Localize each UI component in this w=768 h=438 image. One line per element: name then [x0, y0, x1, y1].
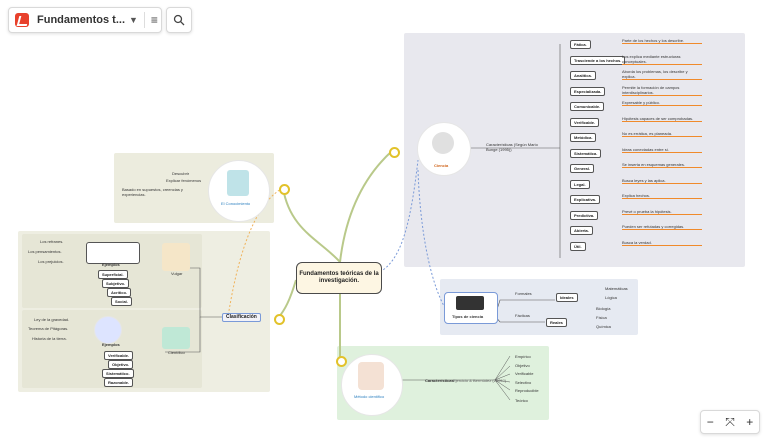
tipos-reales-item[interactable]: Física — [596, 315, 607, 320]
ciencia-trait-desc[interactable]: Aborda los problemas, los describe y exp… — [622, 69, 702, 80]
ejemplos-vulgar-image — [86, 242, 140, 264]
vulgar-trait[interactable]: Acrítico. — [107, 288, 132, 297]
document-title[interactable]: Fundamentos t... — [37, 14, 125, 26]
metodo-item[interactable]: Objetivo — [515, 363, 530, 368]
cientifico-trait[interactable]: Sistemático. — [102, 369, 134, 378]
cientifico-trait[interactable]: Razonable. — [104, 378, 134, 387]
central-topic[interactable]: Fundamentos teóricas de la investigación… — [296, 262, 382, 294]
ciencia-trait-desc[interactable]: Parte de los hechos y los describe. — [622, 38, 702, 44]
ejemplos-cientifico-item[interactable]: Teorema de Pitágoras. — [28, 326, 69, 331]
metodo-item[interactable]: Verificable — [515, 371, 534, 376]
conocimiento-label[interactable]: El Conocimiento — [221, 201, 251, 206]
metodo-caracteristicas[interactable]: Características — [425, 378, 454, 383]
conocimiento-item[interactable]: Explicar fenómenos — [166, 178, 202, 183]
conocimiento-image — [227, 170, 249, 196]
chevron-down-icon[interactable]: ▼ — [129, 15, 138, 25]
central-topic-label: Fundamentos teóricas de la investigación… — [299, 271, 379, 284]
cientifico-trait[interactable]: Objetivo. — [108, 360, 134, 369]
search-icon — [173, 14, 185, 26]
ejemplos-cientifico-label[interactable]: Ejemplos — [102, 342, 120, 347]
tipos-label[interactable]: Tipos de ciencia — [452, 314, 484, 319]
conocimiento-item[interactable]: Basado en supuestos, creencias y experie… — [122, 187, 183, 197]
ciencia-trait-desc[interactable]: Permite la formación de campos interdisc… — [622, 85, 702, 96]
vulgar-label[interactable]: Vulgar — [171, 271, 183, 276]
ciencia-trait-desc[interactable]: Prevé o prueba la hipótesis. — [622, 209, 702, 215]
vulgar-trait[interactable]: Social. — [111, 297, 132, 306]
ciencia-trait-desc[interactable]: Explica hechos. — [622, 193, 702, 199]
cientifico-label[interactable]: Científico — [168, 350, 185, 355]
fit-screen-icon[interactable]: ⤧ — [725, 414, 735, 429]
metodo-item[interactable]: Reproducible — [515, 388, 539, 393]
ciencia-trait-desc[interactable]: Pueden ser refutadas y corregidas. — [622, 224, 702, 230]
ciencia-trait[interactable]: Útil. — [570, 241, 586, 251]
tipos-ideales[interactable]: Ideales — [556, 293, 578, 302]
ciencia-trait-desc[interactable]: Busca leyes y las aplica. — [622, 178, 702, 184]
ejemplos-vulgar-label[interactable]: Ejemplos — [102, 262, 120, 267]
ciencia-trait-desc[interactable]: Hipótesis capaces de ser comprobadas. — [622, 116, 702, 122]
metodo-item[interactable]: Teórico — [515, 398, 528, 403]
ciencia-trait[interactable]: Predictiva. — [570, 210, 599, 220]
ciencia-trait[interactable]: Legal. — [570, 179, 590, 189]
ciencia-trait[interactable]: Fática. — [570, 40, 591, 49]
ciencia-trait[interactable]: Explicativa. — [570, 195, 601, 204]
ciencia-trait[interactable]: General. — [570, 164, 595, 173]
zoom-controls: − ⤧ + — [700, 410, 760, 434]
joint-dot[interactable] — [279, 184, 290, 195]
tipos-ideales-item[interactable]: Lógica — [605, 295, 617, 300]
menu-icon[interactable]: ≡ — [150, 13, 158, 27]
ciencia-trait-desc[interactable]: Se inserta en esquemas generales. — [622, 162, 702, 168]
ciencia-trait-desc[interactable]: Expresable y público. — [622, 100, 702, 106]
ciencia-label[interactable]: Ciencia — [434, 163, 449, 168]
ejemplos-cientifico-image — [94, 316, 122, 344]
joint-dot[interactable] — [336, 356, 347, 367]
clasificacion-node[interactable]: Clasificación — [222, 313, 261, 322]
tipos-reales[interactable]: Reales — [546, 318, 567, 327]
joint-dot[interactable] — [389, 147, 400, 158]
tipos-image — [456, 296, 484, 310]
ciencia-trait[interactable]: Verificable. — [570, 117, 600, 127]
vulgar-image — [162, 243, 190, 271]
metodo-label[interactable]: Método científico — [354, 394, 385, 399]
toolbar-divider — [143, 12, 145, 28]
app-logo-icon[interactable] — [15, 13, 29, 27]
cientifico-image — [162, 327, 190, 349]
ciencia-trait[interactable]: Abierta. — [570, 226, 593, 235]
ciencia-trait[interactable]: Especializada. — [570, 86, 606, 96]
ciencia-trait[interactable]: Analítica. — [570, 71, 596, 80]
ejemplos-vulgar-item[interactable]: Los pensamientos. — [28, 249, 62, 254]
vulgar-trait[interactable]: Subjetivo. — [102, 279, 130, 288]
search-button[interactable] — [166, 7, 192, 33]
metodo-image — [358, 362, 384, 390]
ciencia-trait[interactable]: Metódica. — [570, 133, 597, 142]
vulgar-trait[interactable]: Superficial. — [98, 270, 128, 279]
ciencia-trait-desc[interactable]: Busca la verdad. — [622, 240, 702, 246]
ciencia-trait-desc[interactable]: Ideas conectadas entre sí. — [622, 147, 702, 153]
tipos-formales[interactable]: Formales — [515, 291, 532, 296]
tipos-reales-item[interactable]: Biología — [596, 306, 611, 311]
tipos-facticas[interactable]: Fácticas — [515, 313, 530, 318]
metodo-item[interactable]: Empírico — [515, 354, 531, 359]
metodo-item[interactable]: Selectivo — [515, 380, 532, 385]
tipos-ideales-item[interactable]: Matemáticas — [605, 286, 628, 291]
ejemplos-vulgar-item[interactable]: Los prejuicios. — [38, 259, 64, 264]
ciencia-caracteristicas[interactable]: Características (Según Mario Bunge (1995… — [486, 142, 538, 152]
document-toolbar: Fundamentos t... ▼ ≡ — [8, 7, 162, 33]
ciencia-trait[interactable]: Sistemática. — [570, 148, 602, 158]
conocimiento-item[interactable]: Descubrir — [172, 171, 190, 176]
ciencia-trait-desc[interactable]: Los explica mediante estructuras concept… — [622, 54, 702, 65]
ciencia-trait[interactable]: Trasciende a los hechos. — [570, 55, 626, 65]
ciencia-image — [432, 132, 454, 154]
zoom-out-button[interactable]: − — [706, 415, 714, 429]
ejemplos-cientifico-item[interactable]: Ley de la gravedad. — [34, 317, 70, 322]
ciencia-trait[interactable]: Comunicable. — [570, 102, 605, 111]
joint-dot[interactable] — [274, 314, 285, 325]
ejemplos-cientifico-item[interactable]: Historia de la tierra. — [32, 336, 67, 341]
zoom-in-button[interactable]: + — [746, 415, 754, 429]
ejemplos-vulgar-item[interactable]: Los refranes. — [40, 239, 64, 244]
metodo-source: Ejercicio & Bermúdez (2005?) — [453, 378, 507, 383]
tipos-reales-item[interactable]: Química — [596, 324, 611, 329]
cientifico-trait[interactable]: Verificable. — [104, 351, 134, 360]
ciencia-trait-desc[interactable]: No es errática, es planeada. — [622, 131, 702, 137]
